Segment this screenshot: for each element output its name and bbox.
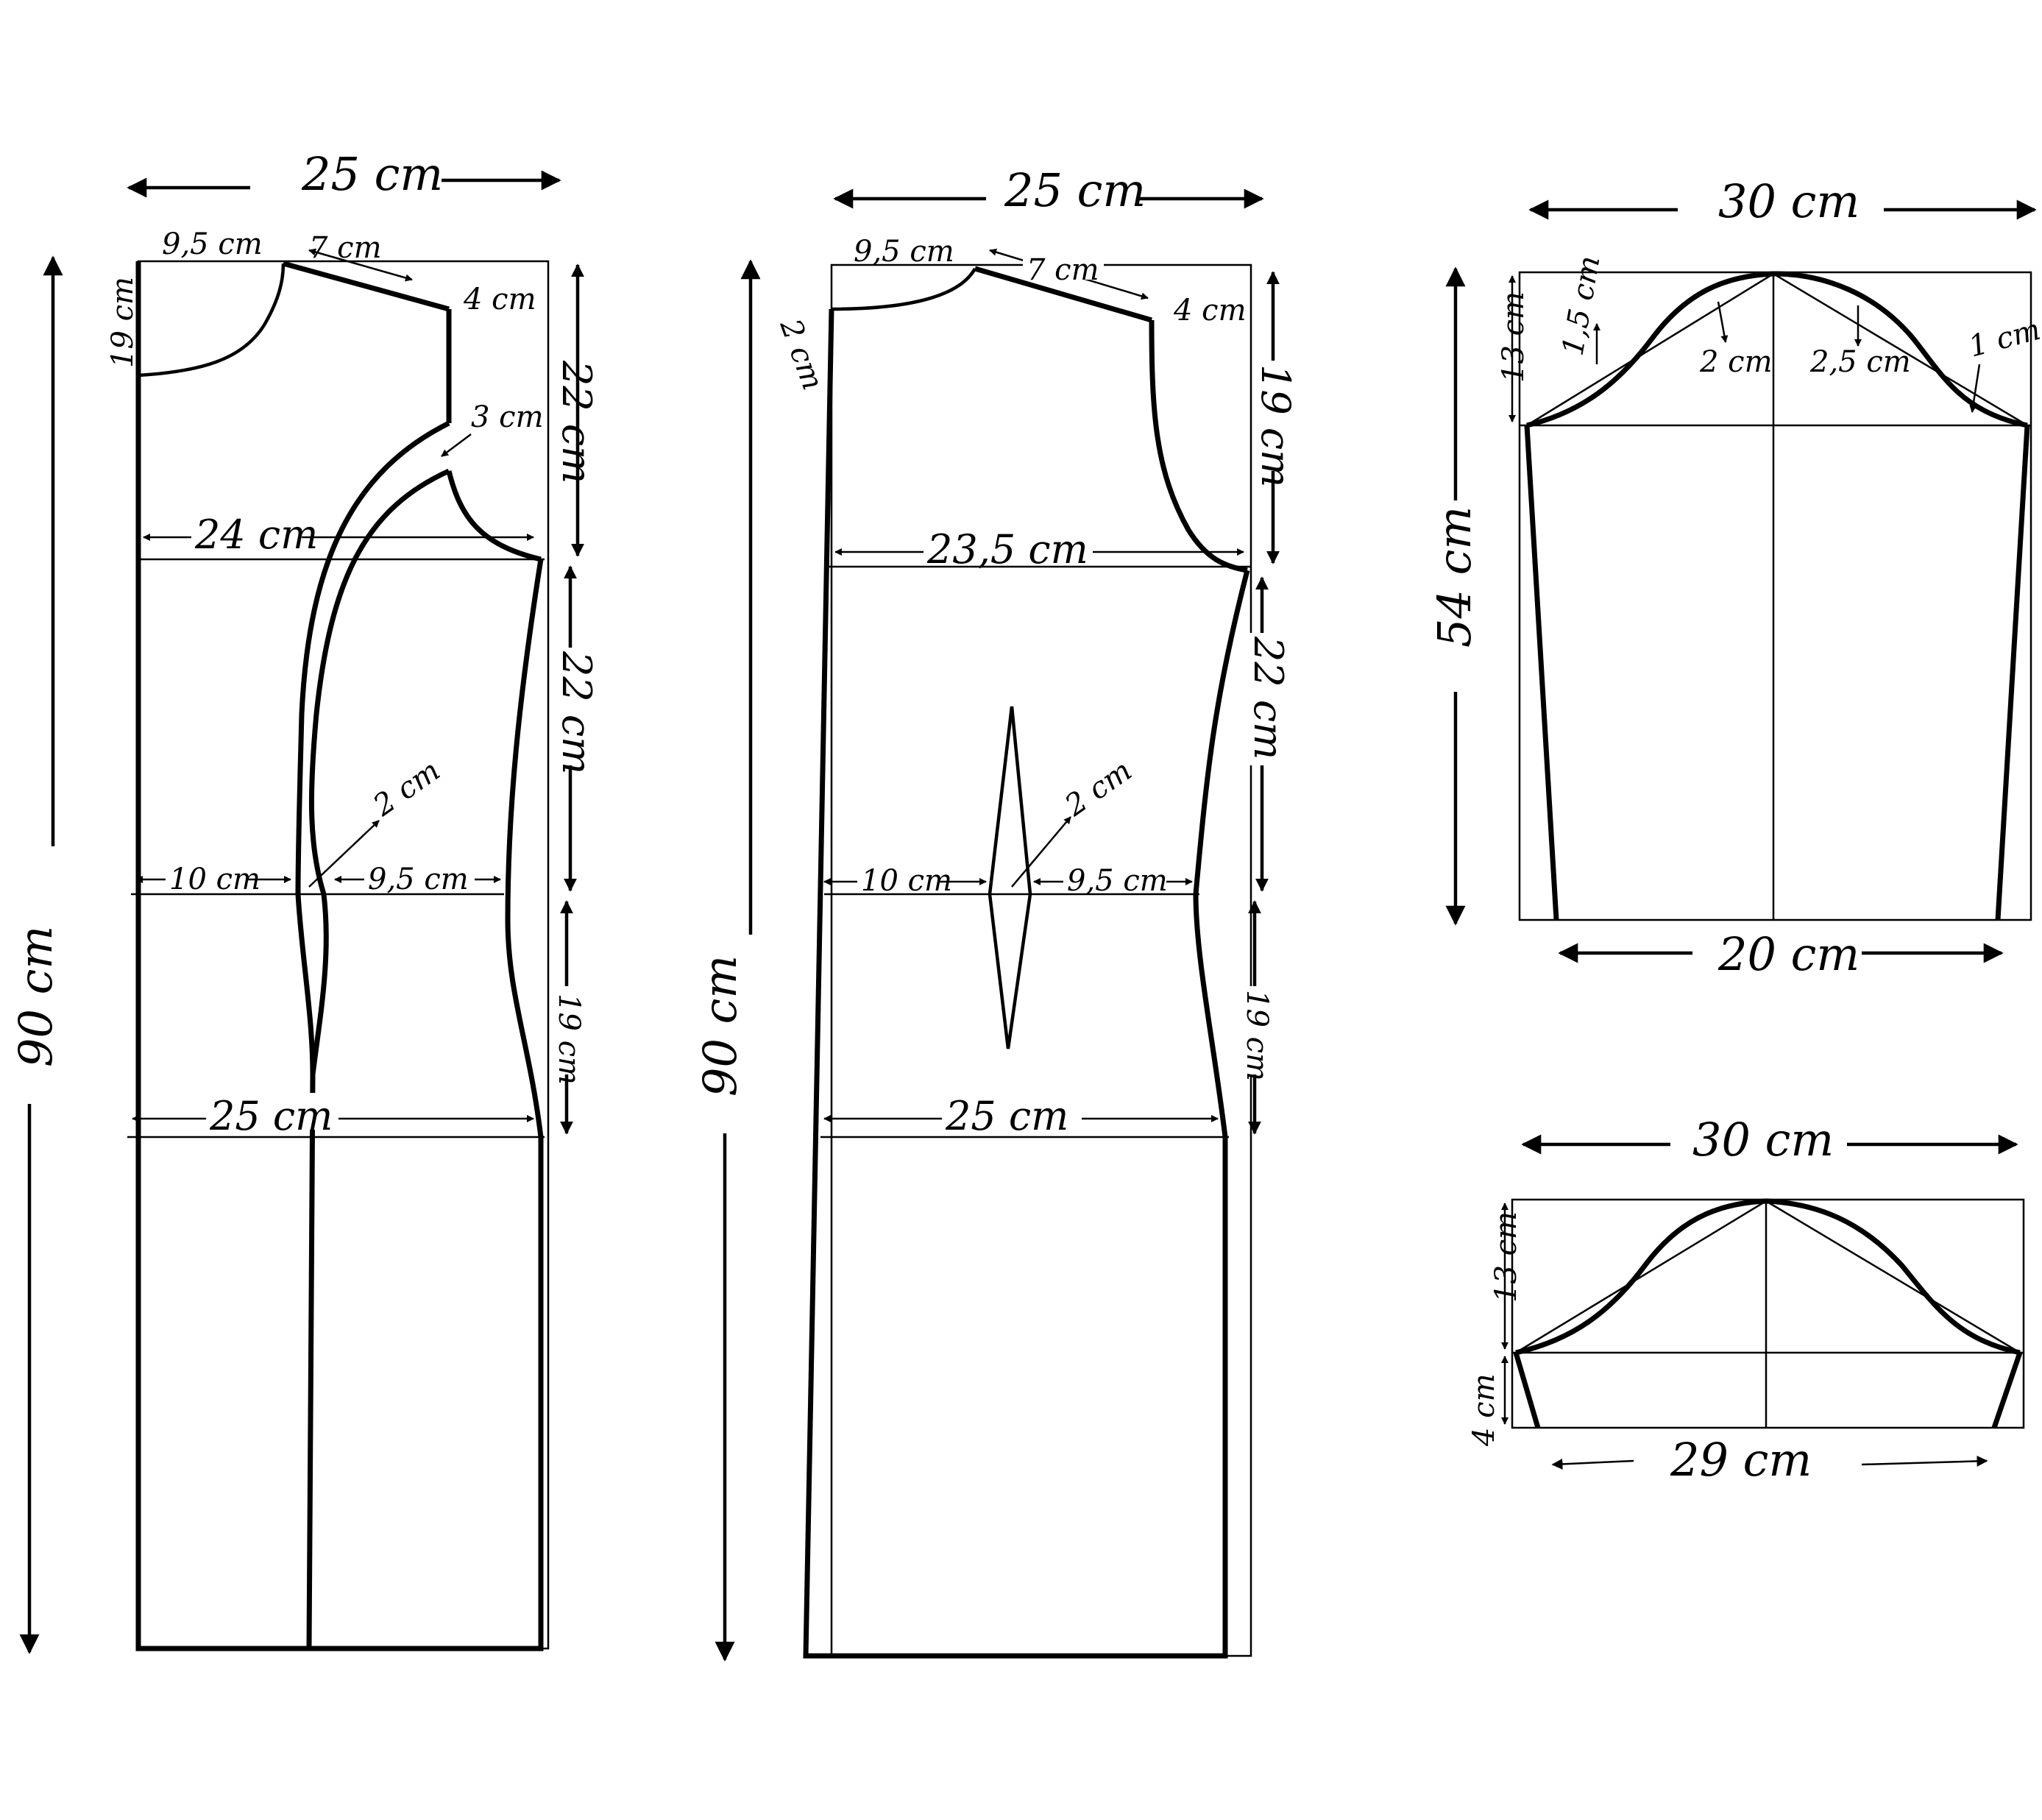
back-neckline — [138, 263, 286, 378]
back-hip-label: 25 cm — [209, 1093, 333, 1139]
back-princess-seam-left — [295, 420, 450, 1649]
short-sleeve-length-label: 4 cm — [1467, 1374, 1501, 1448]
long-sleeve-cap-c-label: 2,5 cm — [1809, 345, 1911, 379]
back-piece: 25 cm 90 cm 9,5 cm 19 cm 7 cm 4 cm 3 cm … — [9, 147, 600, 1654]
front-hip-length-label: 19 cm — [1240, 990, 1274, 1081]
front-hip-label: 25 cm — [945, 1093, 1068, 1139]
long-sleeve-length-label: 54 cm — [1428, 506, 1481, 648]
front-frame — [830, 263, 1252, 1657]
short-sleeve: 30 cm 13 cm 4 cm 29 cm — [1467, 1113, 2025, 1487]
short-sleeve-left-side — [1513, 1352, 1541, 1428]
back-waist-length-label: 22 cm — [553, 651, 600, 774]
long-sleeve-cap-height-label: 13 cm — [1497, 291, 1531, 383]
back-armhole-depth-label: 22 cm — [553, 360, 600, 484]
front-shoulder-drop-label: 4 cm — [1173, 294, 1247, 327]
back-princess-offset-arrow — [308, 820, 380, 888]
back-hip-length-label: 19 cm — [552, 994, 586, 1085]
long-sleeve: 30 cm 54 cm 13 cm 20 cm 1,5 cm 2 cm 2,5 … — [1428, 174, 2042, 981]
front-neckline — [831, 267, 976, 311]
short-sleeve-cap-guides — [1515, 1200, 2021, 1354]
front-width-label: 25 cm — [1004, 163, 1146, 217]
long-sleeve-cap-curve — [1526, 271, 2028, 428]
back-neck-depth-label: 19 cm — [106, 277, 140, 368]
front-chest-label: 23,5 cm — [926, 526, 1088, 573]
front-waist-length-label: 22 cm — [1245, 636, 1291, 759]
front-dart-offset-label: 2 cm — [1059, 754, 1138, 824]
front-dart-offset-arrow — [1011, 816, 1071, 888]
back-princess-offset-label: 2 cm — [367, 754, 447, 824]
front-waist-right-label: 9,5 cm — [1067, 864, 1168, 898]
front-neck-depth-label: 2 cm — [773, 314, 829, 394]
back-shoulder — [283, 261, 450, 312]
front-waist-left-label: 10 cm — [861, 864, 952, 898]
long-sleeve-cuff-label: 20 cm — [1717, 927, 1860, 981]
short-sleeve-width-label: 30 cm — [1692, 1113, 1834, 1166]
back-frame — [137, 260, 550, 1650]
short-sleeve-cap-curve — [1515, 1198, 2021, 1356]
back-shoulder-label: 7 cm — [309, 231, 382, 265]
long-sleeve-right-side — [1995, 425, 2030, 921]
long-sleeve-width-label: 30 cm — [1718, 174, 1860, 228]
short-sleeve-hem-label: 29 cm — [1670, 1433, 1812, 1487]
short-sleeve-right-side — [1991, 1351, 2023, 1429]
front-armhole — [1149, 319, 1248, 573]
back-shoulder-drop-label: 4 cm — [463, 283, 536, 316]
long-sleeve-cap-a-label: 1,5 cm — [1556, 253, 1607, 358]
back-height-label: 90 cm — [9, 926, 63, 1067]
long-sleeve-cap-guides — [1526, 272, 2028, 427]
long-sleeve-cap-d-arrow — [1969, 364, 1981, 413]
back-width-label: 25 cm — [301, 147, 443, 201]
front-height-label: 90 cm — [693, 955, 747, 1097]
long-sleeve-left-side — [1524, 425, 1559, 921]
back-chest-label: 24 cm — [194, 511, 318, 558]
short-sleeve-hem-arrow-r — [1861, 1455, 1988, 1467]
long-sleeve-frame — [1518, 271, 2032, 921]
back-armhole-lower — [446, 470, 542, 562]
back-armhole-curve-label: 3 cm — [471, 400, 544, 434]
front-shoulder-label: 7 cm — [1027, 253, 1099, 287]
front-neck-width-label: 9,5 cm — [854, 235, 954, 269]
long-sleeve-cap-b-arrow — [1717, 301, 1729, 343]
back-waist-left-label: 10 cm — [169, 863, 260, 896]
front-dart — [988, 706, 1032, 1049]
back-waist-right-label: 9,5 cm — [368, 863, 469, 896]
long-sleeve-cap-b-label: 2 cm — [1699, 345, 1773, 379]
back-shoulder-arrow — [308, 248, 413, 282]
back-armhole-curve-arrow — [441, 433, 472, 457]
short-sleeve-cap-height-label: 13 cm — [1489, 1211, 1523, 1303]
short-sleeve-hem-arrow-l — [1551, 1458, 1634, 1470]
back-outline — [135, 261, 544, 1651]
back-neck-width-label: 9,5 cm — [162, 227, 263, 261]
front-armhole-depth-label: 19 cm — [1252, 364, 1299, 487]
front-piece: 25 cm 90 cm 9,5 cm 2 cm 7 cm 4 cm 19 cm … — [693, 163, 1299, 1662]
